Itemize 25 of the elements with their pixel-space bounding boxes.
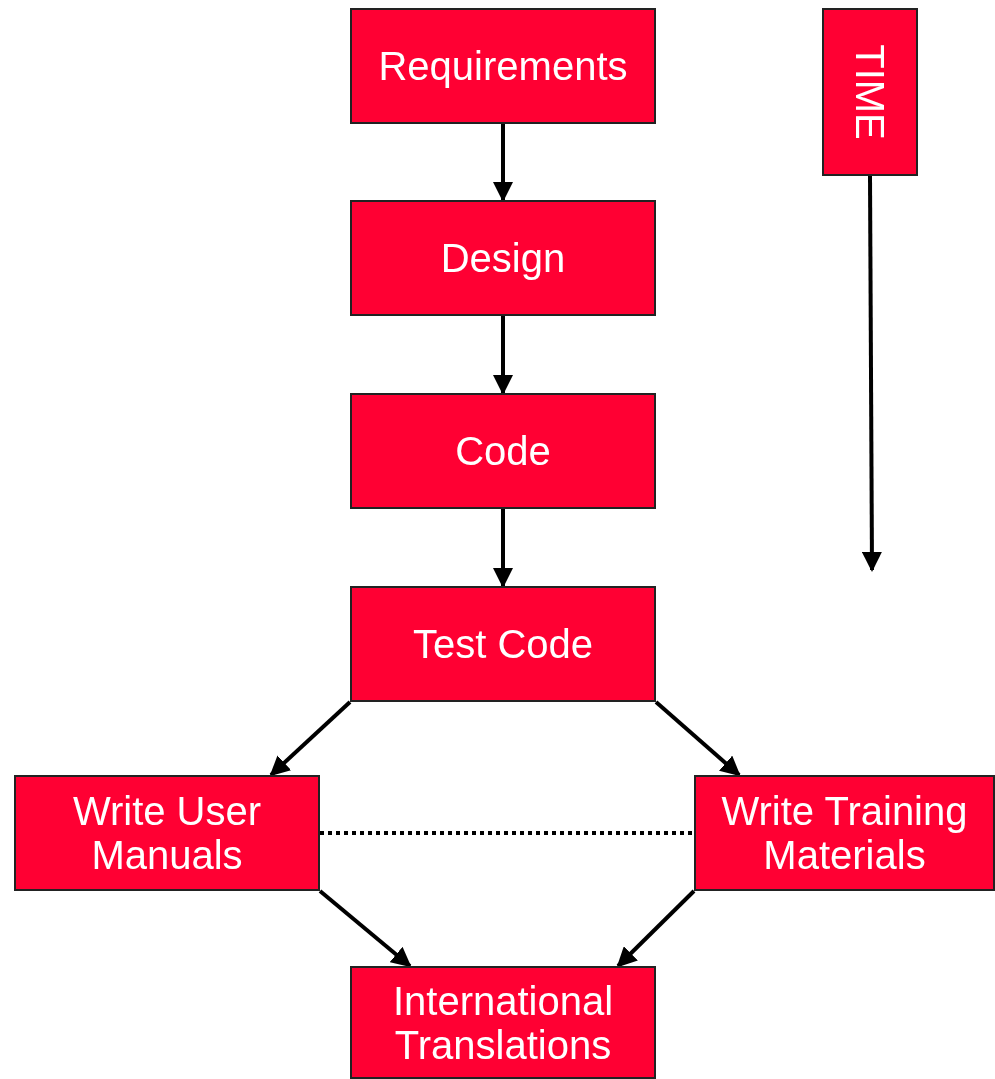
- arrow: [269, 700, 352, 777]
- process-box: [350, 393, 656, 509]
- arrow: [493, 124, 513, 202]
- process-box: [350, 8, 656, 124]
- process-box: [694, 775, 995, 891]
- node-label: TIME: [848, 44, 892, 140]
- node-label: Write Training Materials: [720, 789, 969, 877]
- node-label: Design: [440, 236, 566, 280]
- process-box: [350, 200, 656, 316]
- arrow: [616, 889, 696, 968]
- process-box: [14, 775, 320, 891]
- arrow: [654, 700, 741, 777]
- arrow: [861, 176, 882, 572]
- arrow: [318, 889, 412, 968]
- node-label: Test Code: [412, 622, 594, 666]
- node-label: Write User Manuals: [71, 789, 263, 877]
- node-label: Code: [455, 429, 551, 473]
- node-label: International Translations: [391, 978, 615, 1067]
- arrow: [493, 316, 513, 395]
- process-box: [350, 586, 656, 702]
- arrow: [493, 509, 513, 588]
- dotted-line: [320, 831, 694, 835]
- node-label: Requirements: [378, 44, 628, 88]
- label-box: [822, 8, 918, 176]
- process-box: [350, 966, 656, 1079]
